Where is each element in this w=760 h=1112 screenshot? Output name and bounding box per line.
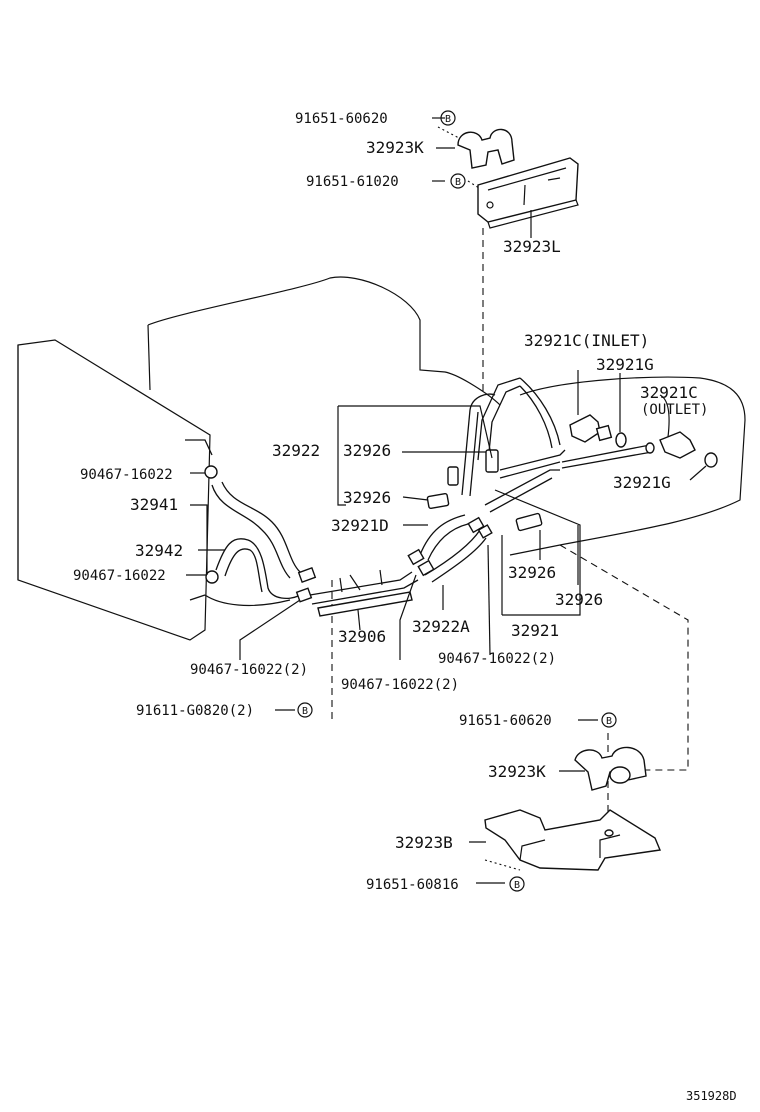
refrigerant-tubes xyxy=(461,370,718,513)
label-bolt-top-2: 91651-61020 xyxy=(306,174,399,190)
sleeves xyxy=(426,449,543,532)
inlet-fitting xyxy=(569,414,601,443)
badge-icon-b-4 xyxy=(601,712,617,728)
cooler-outline xyxy=(17,276,746,641)
label-bracket-k-bottom: 32923K xyxy=(488,762,546,781)
bracket-32923k-upper xyxy=(457,128,515,169)
bracket-32923k-lower xyxy=(574,746,647,791)
clamp-upper-left xyxy=(204,465,218,479)
hoses xyxy=(185,439,493,617)
bolt-badges: B B B B B xyxy=(297,110,617,892)
label-bolt-bottom-2: 91651-60816 xyxy=(366,877,459,893)
lower-bracket-assembly xyxy=(484,746,661,871)
label-hose-32922: 32922 xyxy=(272,441,320,460)
label-clamp-mid-2: 90467-16022(2) xyxy=(341,677,459,693)
label-outlet-note: (OUTLET) xyxy=(641,402,708,418)
label-hose-32922a: 32922A xyxy=(412,617,470,636)
clamp-joint-1 xyxy=(297,567,317,583)
label-bolt-left-2: 91611-G0820(2) xyxy=(136,703,254,719)
oring-outlet xyxy=(704,452,718,468)
label-oring-top: 32921G xyxy=(596,355,654,374)
clamp-mid-2 xyxy=(417,559,435,577)
badge-icon-b-1 xyxy=(440,110,456,126)
badge-b-2: B xyxy=(455,177,461,188)
badge-b-3: B xyxy=(302,706,308,717)
sleeve-32926-small xyxy=(447,466,459,486)
label-tube-32921: 32921 xyxy=(511,621,559,640)
pipe-32906 xyxy=(317,591,413,617)
label-sleeve-mid: 32926 xyxy=(343,488,391,507)
label-bolt-top-1: 91651-60620 xyxy=(295,111,388,127)
diagram-code: 351928D xyxy=(686,1089,737,1103)
badge-icon-b-2 xyxy=(450,173,466,189)
label-bolt-bottom-1: 91651-60620 xyxy=(459,713,552,729)
label-pipe-32906: 32906 xyxy=(338,627,386,646)
sleeve-32926-right xyxy=(515,512,543,532)
label-tube-inlet: 32921C(INLET) xyxy=(524,331,649,350)
clamp-mid-1 xyxy=(407,548,425,566)
badge-b-5: B xyxy=(514,880,520,891)
label-clamp-upper-left: 90467-16022 xyxy=(80,467,173,483)
part-labels: 91651-60620 32923K 91651-61020 32923L 32… xyxy=(73,111,737,1103)
label-tube-outlet: 32921C xyxy=(640,383,698,402)
clamp-left xyxy=(205,570,219,584)
badge-b-4: B xyxy=(606,716,612,727)
leader-lines xyxy=(186,117,598,884)
outlet-fitting xyxy=(659,431,696,459)
label-bracket-l: 32923L xyxy=(503,237,561,256)
label-sleeve-right-2: 32926 xyxy=(555,590,603,609)
label-hose-32921d: 32921D xyxy=(331,516,389,535)
label-bracket-k-top: 32923K xyxy=(366,138,424,157)
label-hose-32941: 32941 xyxy=(130,495,178,514)
label-bracket-b: 32923B xyxy=(395,833,453,852)
oring-inlet xyxy=(615,432,627,448)
bracket-32923b xyxy=(484,809,661,871)
label-sleeve-right-1: 32926 xyxy=(508,563,556,582)
clamp-right-2 xyxy=(477,524,493,539)
label-clamp-left: 90467-16022 xyxy=(73,568,166,584)
bracket-32923l xyxy=(477,157,579,223)
badge-icon-b-3 xyxy=(297,702,313,718)
upper-bracket-assembly xyxy=(457,128,579,229)
sleeve-32926-mid xyxy=(426,492,450,510)
sleeve-32926-top xyxy=(485,449,499,473)
label-clamp-left-2: 90467-16022(2) xyxy=(190,662,308,678)
label-hose-32942: 32942 xyxy=(135,541,183,560)
label-oring-right: 32921G xyxy=(613,473,671,492)
clamp-joint-2 xyxy=(295,587,313,603)
label-sleeve-top: 32926 xyxy=(343,441,391,460)
label-clamp-right-2: 90467-16022(2) xyxy=(438,651,556,667)
badge-icon-b-5 xyxy=(509,876,525,892)
badge-b-1: B xyxy=(445,114,451,125)
